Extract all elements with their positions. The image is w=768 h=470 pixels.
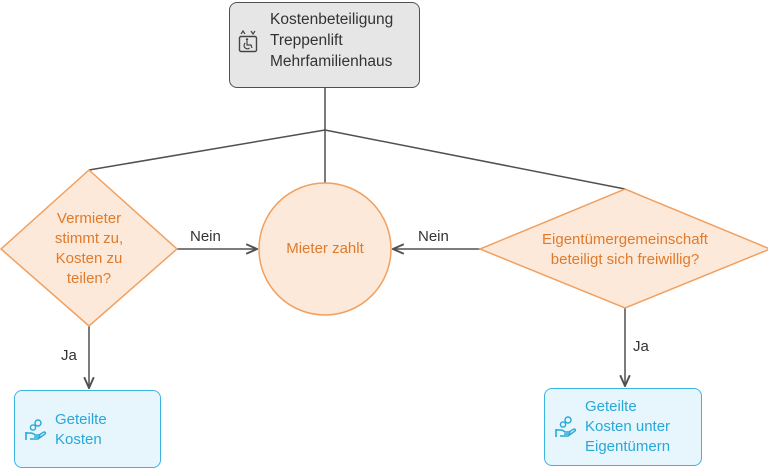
left-decision-line-4: teilen? (66, 270, 112, 287)
center-label-text: Mieter zahlt (286, 240, 364, 257)
root-node (229, 2, 420, 88)
hand-coins-icon (24, 418, 48, 442)
right-outcome-node (544, 388, 702, 466)
root-line-1: Kostenbeteiligung (270, 11, 394, 28)
right-outcome-line-1: Geteilte (585, 398, 637, 415)
root-line-2: Treppenlift (270, 32, 343, 49)
right-decision-line-2: beteiligt sich freiwillig? (550, 251, 700, 268)
edge-label-left-yes: Ja (61, 347, 77, 364)
hand-coins-icon (554, 415, 578, 439)
right-decision-label: Eigentümergemeinschaft beteiligt sich fr… (500, 229, 750, 271)
root-line-3: Mehrfamilienhaus (270, 53, 393, 70)
left-outcome-line-2: Kosten (55, 431, 102, 448)
root-label: Kostenbeteiligung Treppenlift Mehrfamili… (270, 9, 393, 72)
edge-junction-to-right-decision (324, 129, 626, 190)
left-outcome-node (14, 390, 161, 468)
edge-label-right-no: Nein (418, 228, 449, 245)
edge-label-right-yes: Ja (633, 338, 649, 355)
left-outcome-label: Geteilte Kosten (55, 410, 107, 450)
edge-label-left-no: Nein (190, 228, 221, 245)
right-decision-diamond (478, 188, 768, 309)
wheelchair-elevator-icon (237, 29, 259, 53)
left-decision-label: Vermieter stimmt zu, Kosten zu teilen? (20, 205, 158, 293)
left-decision-line-1: Vermieter (56, 210, 122, 227)
connector-lines (89, 88, 625, 388)
right-outcome-line-3: Eigentümern (585, 438, 671, 455)
right-decision-line-1: Eigentümergemeinschaft (542, 231, 708, 248)
left-decision-line-3: Kosten zu (55, 250, 123, 267)
left-outcome-line-1: Geteilte (55, 411, 107, 428)
center-circle (258, 182, 392, 316)
left-decision-diamond (0, 168, 179, 327)
center-label: Mieter zahlt (262, 238, 388, 260)
right-outcome-line-2: Kosten unter (585, 418, 671, 435)
edge-junction-to-left-decision (88, 129, 326, 171)
right-outcome-label: Geteilte Kosten unter Eigentümern (585, 397, 670, 457)
left-decision-line-2: stimmt zu, (54, 230, 124, 247)
